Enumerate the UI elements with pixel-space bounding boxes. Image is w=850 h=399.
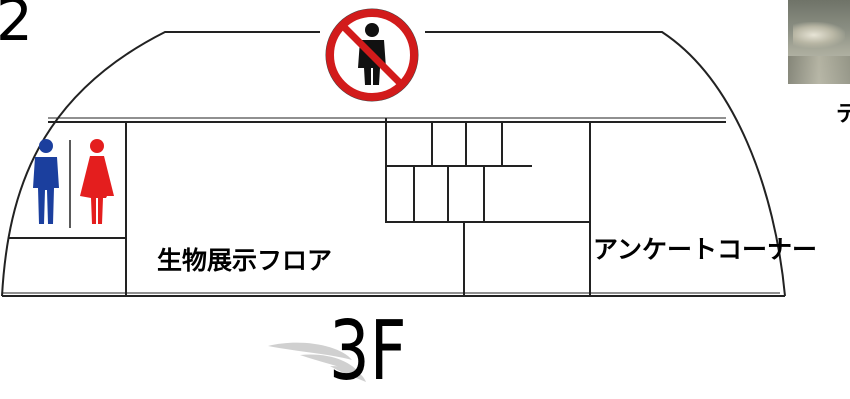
survey-corner-label: アンケートコーナー bbox=[593, 236, 818, 264]
floor-label: 3F bbox=[329, 304, 407, 399]
female-restroom-icon bbox=[80, 139, 114, 224]
exhibit-photo bbox=[788, 0, 850, 84]
floor-label-shadow bbox=[268, 342, 366, 382]
floor-plan-drawing bbox=[1, 8, 786, 382]
exhibit-floor-label: 生物展示フロア bbox=[157, 247, 333, 275]
section-number: 2 bbox=[0, 0, 33, 54]
no-person-entry-icon bbox=[325, 8, 419, 102]
photo-caption: テ bbox=[836, 101, 850, 126]
male-restroom-icon bbox=[33, 139, 59, 224]
